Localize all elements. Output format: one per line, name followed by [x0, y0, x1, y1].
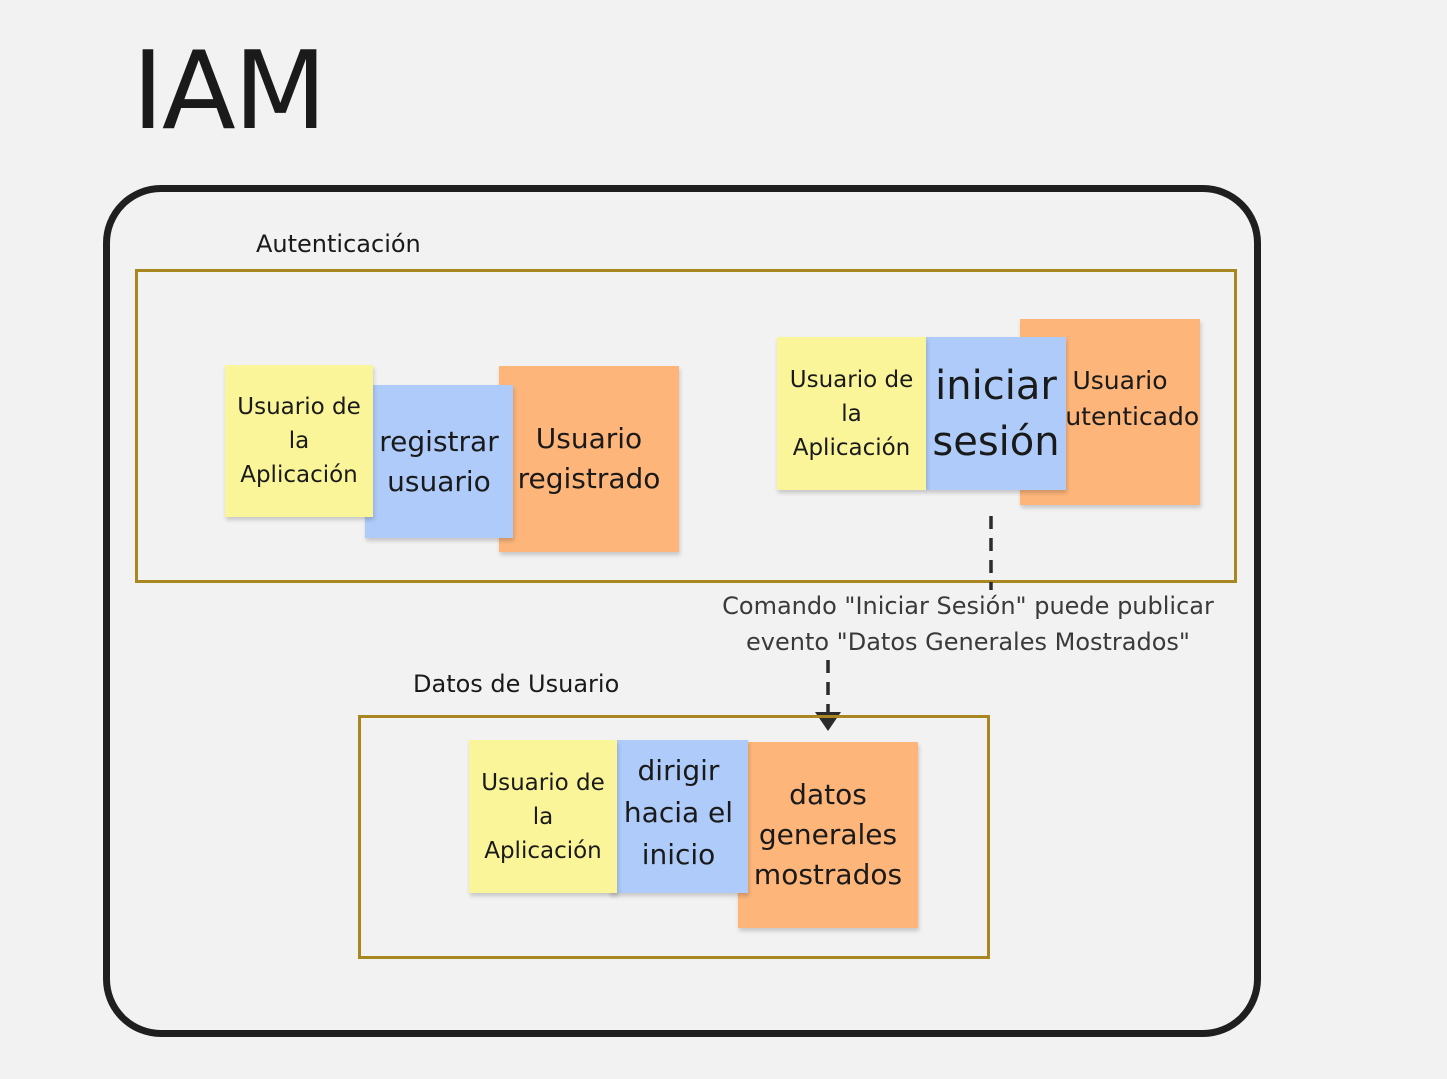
command-sticky-iniciar-sesion[interactable]: iniciar sesión: [926, 337, 1066, 490]
actor-text: Usuario de la Aplicación: [237, 394, 361, 488]
command-text: dirigir hacia el inicio: [623, 753, 734, 871]
command-text: iniciar sesión: [932, 362, 1060, 465]
actor-sticky-usuario-aplicacion[interactable]: Usuario de la Aplicación: [225, 365, 373, 517]
actor-sticky-usuario-aplicacion[interactable]: Usuario de la Aplicación: [469, 740, 617, 893]
command-sticky-registrar-usuario[interactable]: registrar usuario: [365, 385, 513, 538]
connector-note-line-2: evento "Datos Generales Mostrados": [746, 628, 1190, 656]
event-text: Usuario autenticado: [1050, 366, 1200, 431]
board-title: IAM: [132, 29, 327, 154]
event-sticky-datos-generales-mostrados[interactable]: datos generales mostrados: [738, 742, 918, 928]
event-text: Usuario registrado: [517, 422, 661, 495]
connector-note-line-1: Comando "Iniciar Sesión" puede publicar: [722, 592, 1214, 620]
group-box-datos-usuario[interactable]: [358, 715, 990, 959]
command-sticky-dirigir-inicio[interactable]: dirigir hacia el inicio: [609, 740, 748, 893]
event-sticky-usuario-registrado[interactable]: Usuario registrado: [499, 366, 679, 552]
group-label-datos-usuario: Datos de Usuario: [413, 670, 620, 698]
group-box-autenticacion[interactable]: [135, 269, 1237, 583]
command-text: registrar usuario: [379, 424, 499, 498]
connector-note[interactable]: Comando "Iniciar Sesión" puede publicar …: [722, 588, 1214, 660]
event-text: datos generales mostrados: [753, 778, 903, 891]
actor-text: Usuario de la Aplicación: [481, 769, 605, 864]
actor-text: Usuario de la Aplicación: [789, 366, 914, 461]
group-label-autenticacion: Autenticación: [256, 230, 421, 258]
iam-frame[interactable]: [103, 185, 1261, 1037]
actor-sticky-usuario-aplicacion[interactable]: Usuario de la Aplicación: [777, 337, 926, 490]
